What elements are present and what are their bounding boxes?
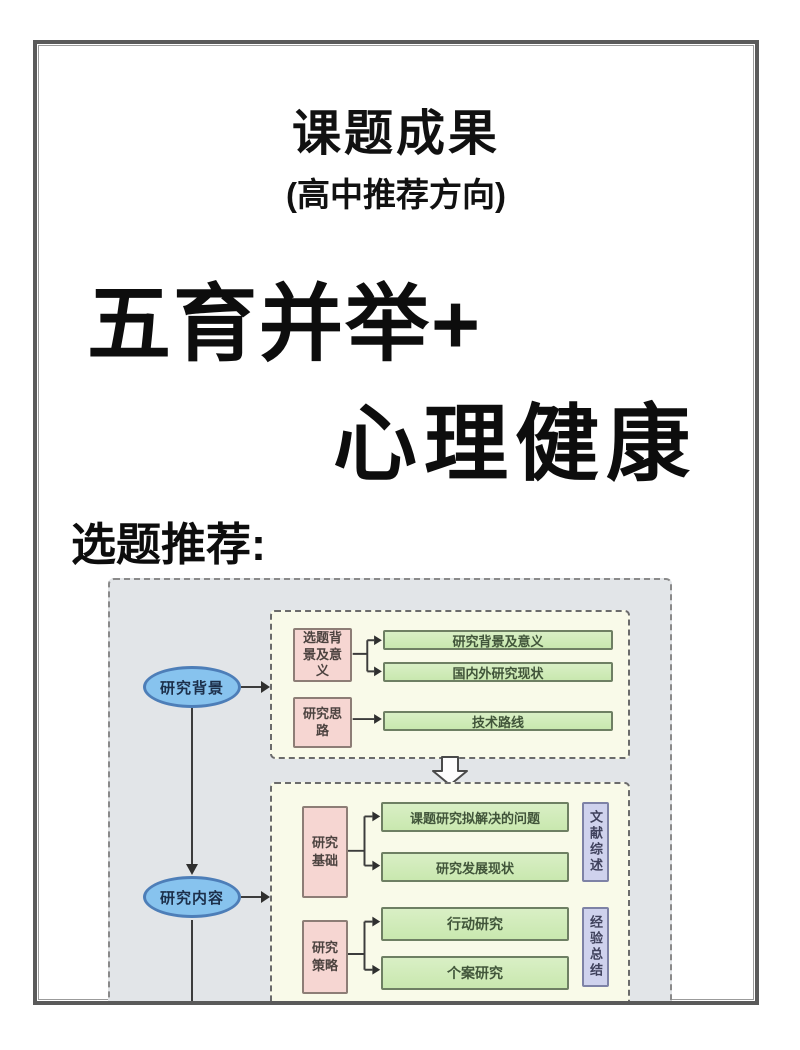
node-research-development-status: 研究发展现状 bbox=[381, 852, 569, 882]
stage2-connectors bbox=[347, 811, 381, 975]
node-research-foundation: 研究 基础 bbox=[302, 806, 348, 898]
oval-research-background: 研究背景 bbox=[143, 666, 241, 708]
topic-recommendation-label: 选题推荐: bbox=[71, 519, 266, 570]
node-topic-background-significance: 选题背 景及意 义 bbox=[293, 628, 352, 682]
headline-line1: 五育并举+ bbox=[87, 277, 483, 371]
node-action-research: 行动研究 bbox=[381, 907, 569, 941]
node-technical-route: 技术路线 bbox=[383, 711, 613, 731]
stage2-panel: 研究 基础 课题研究拟解决的问题 研究发展现状 文献综述 研究 策略 行动研究 … bbox=[270, 782, 630, 1001]
node-problems-to-solve: 课题研究拟解决的问题 bbox=[381, 802, 569, 832]
arrow-right-icon bbox=[372, 811, 381, 822]
arrow-down-icon bbox=[186, 864, 198, 875]
branch-lines bbox=[347, 920, 373, 971]
node-research-strategy: 研究 策略 bbox=[302, 920, 348, 994]
block-arrow-down-icon bbox=[432, 756, 468, 786]
node-case-study: 个案研究 bbox=[381, 956, 569, 990]
branch-lines bbox=[352, 639, 375, 673]
flowchart-container: 研究背景 研究内容 选题背 景及意 义 研究背景及意义 bbox=[108, 578, 672, 1001]
headline-line2: 心理健康 bbox=[333, 397, 698, 491]
page-subtitle: (高中推荐方向) bbox=[286, 176, 506, 213]
arrow-right-icon bbox=[261, 891, 270, 903]
arrow-right-icon bbox=[374, 714, 382, 724]
arrow-right-icon bbox=[374, 666, 382, 677]
stage1-panel: 选题背 景及意 义 研究背景及意义 国内外研究现状 研究思 路 技术路线 bbox=[270, 610, 630, 759]
branch-lines bbox=[347, 815, 373, 867]
arrow-right-icon bbox=[374, 635, 382, 646]
stage1-connectors bbox=[352, 635, 382, 724]
oval-research-content: 研究内容 bbox=[143, 876, 241, 918]
flow-connectors bbox=[186, 681, 270, 1001]
arrow-right-icon bbox=[372, 860, 381, 871]
page-title: 课题成果 bbox=[291, 107, 500, 161]
arrow-right-icon bbox=[261, 681, 270, 693]
arrow-right-icon bbox=[372, 964, 381, 975]
arrow-right-icon bbox=[372, 916, 381, 927]
poster-frame: 课题成果 (高中推荐方向) 五育并举+ 心理健康 选题推荐: 研究背景 bbox=[33, 40, 759, 1005]
node-research-approach: 研究思 路 bbox=[293, 697, 352, 748]
node-experience-summary: 经验总结 bbox=[582, 907, 609, 987]
node-research-background-significance: 研究背景及意义 bbox=[383, 630, 613, 650]
node-literature-review: 文献综述 bbox=[582, 802, 609, 882]
node-domestic-foreign-status: 国内外研究现状 bbox=[383, 662, 613, 682]
